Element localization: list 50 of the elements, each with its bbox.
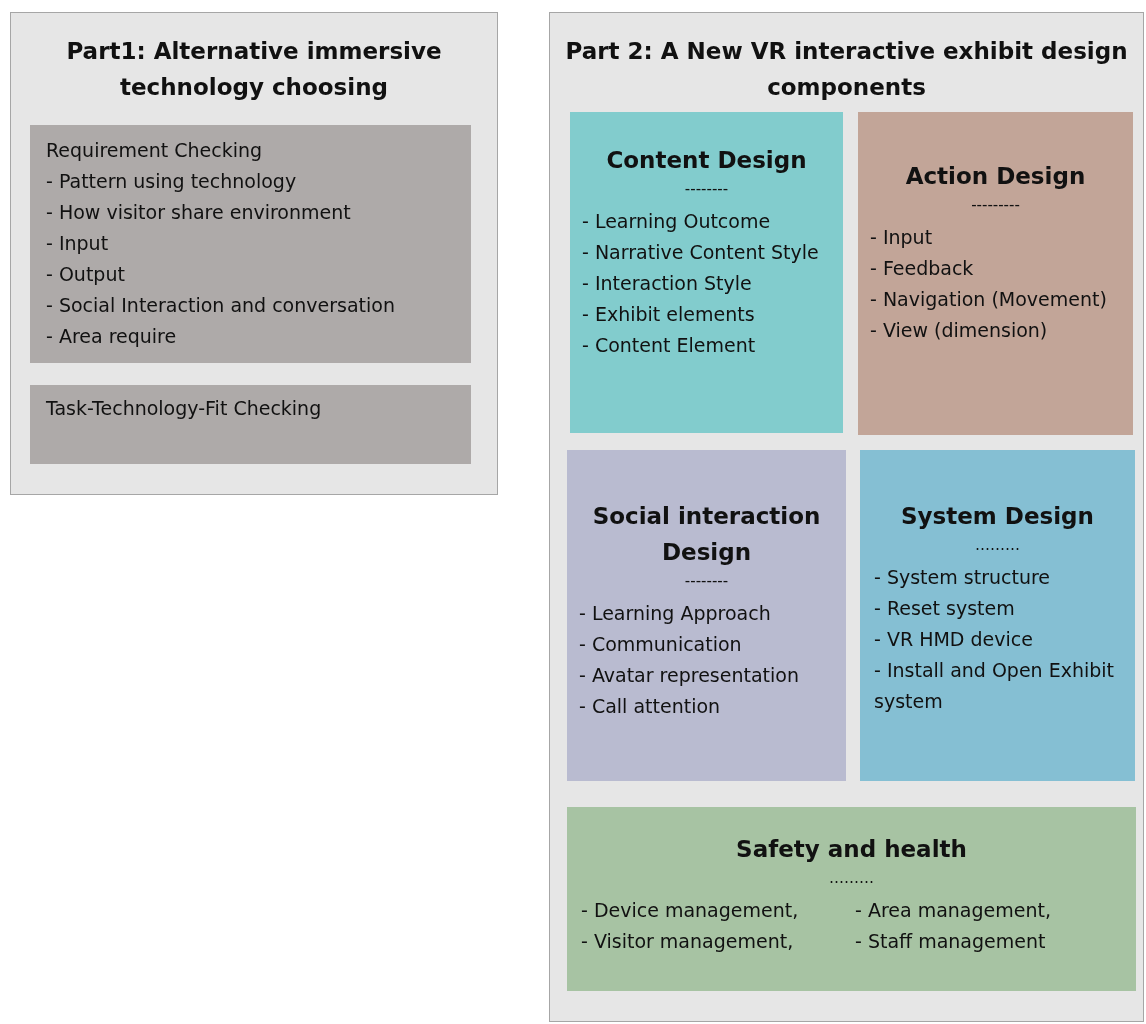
component-box xyxy=(567,807,1136,991)
component-box xyxy=(860,450,1135,781)
list-item: - Area require xyxy=(46,324,178,349)
list-item: - Device management, xyxy=(581,898,800,923)
list-item: - Communication xyxy=(579,632,743,657)
panel-title: Part1: Alternative immersive technology choosing xyxy=(65,37,443,102)
box-heading: Social interaction Design xyxy=(591,502,822,567)
separator-text: -------- xyxy=(683,571,730,592)
separator-text: --------- xyxy=(970,195,1021,216)
section-panel xyxy=(10,12,498,495)
box-heading: Safety and health xyxy=(735,835,968,864)
box-heading: Task-Technology-Fit Checking xyxy=(46,396,323,421)
component-box xyxy=(30,385,471,464)
list-item: - View (dimension) xyxy=(870,318,1049,343)
list-item: - Input xyxy=(870,225,934,250)
list-item: - Content Element xyxy=(582,333,757,358)
list-item: - Exhibit elements xyxy=(582,302,756,327)
list-item: - Avatar representation xyxy=(579,663,800,688)
component-box xyxy=(570,112,843,433)
panel-title: Part 2: A New VR interactive exhibit design components xyxy=(564,37,1129,102)
list-item: - Output xyxy=(46,262,126,287)
list-item: - Staff management xyxy=(855,929,1047,954)
list-item: - How visitor share environment xyxy=(46,200,352,225)
list-item: - Call attention xyxy=(579,694,722,719)
box-heading: System Design xyxy=(900,502,1095,531)
component-box xyxy=(567,450,846,781)
list-item: - Input xyxy=(46,231,110,256)
component-box xyxy=(30,125,471,363)
list-item: - Pattern using technology xyxy=(46,169,298,194)
section-panel xyxy=(549,12,1144,1022)
list-item: - Interaction Style xyxy=(582,271,753,296)
list-item: - Feedback xyxy=(870,256,975,281)
list-item: - Social Interaction and conversation xyxy=(46,293,396,318)
separator-text: ……… xyxy=(828,868,875,889)
box-heading: Content Design xyxy=(605,146,808,175)
list-item: - Narrative Content Style xyxy=(582,240,820,265)
list-item: - System structure xyxy=(874,565,1051,590)
box-heading: Action Design xyxy=(904,162,1087,191)
list-item: - Area management, xyxy=(855,898,1052,923)
list-item: - Reset system xyxy=(874,596,1016,621)
separator-text: ……… xyxy=(974,535,1021,556)
list-item: - Navigation (Movement) xyxy=(870,287,1108,312)
list-item: - VR HMD device xyxy=(874,627,1034,652)
list-item: - Visitor management, xyxy=(581,929,795,954)
list-item: - Learning Outcome xyxy=(582,209,772,234)
component-box xyxy=(858,112,1133,435)
list-item: - Install and Open Exhibit system xyxy=(874,658,1116,714)
list-item: - Learning Approach xyxy=(579,601,772,626)
separator-text: -------- xyxy=(683,179,730,200)
box-heading: Requirement Checking xyxy=(46,138,264,163)
